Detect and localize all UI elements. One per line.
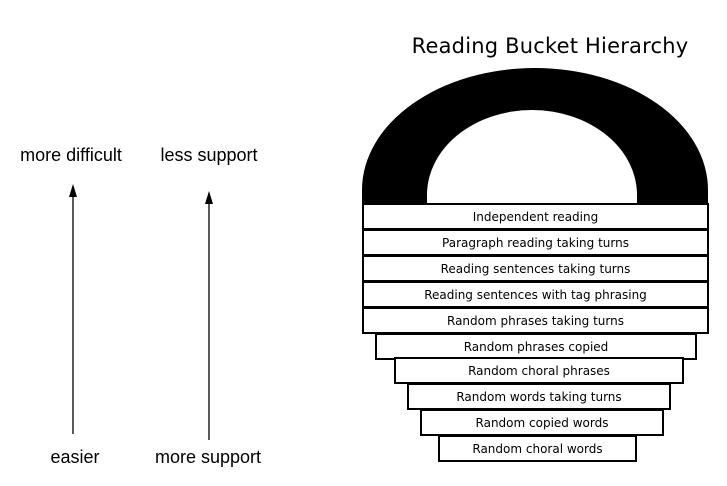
bucket-level-3: Reading sentences taking turns bbox=[362, 255, 709, 282]
difficulty-arrow-head bbox=[69, 184, 77, 197]
bucket-handle bbox=[362, 68, 708, 205]
bucket-level-2: Paragraph reading taking turns bbox=[362, 229, 709, 256]
support-arrow-head bbox=[205, 191, 213, 204]
bucket-level-7: Random choral phrases bbox=[394, 357, 684, 384]
difficulty-top-label: more difficult bbox=[20, 145, 122, 165]
support-top-label: less support bbox=[160, 145, 258, 165]
bucket-level-8: Random words taking turns bbox=[407, 383, 671, 410]
bucket-level-5: Random phrases taking turns bbox=[362, 307, 709, 334]
bucket-level-6: Random phrases copied bbox=[375, 333, 697, 360]
bucket-level-10: Random choral words bbox=[438, 435, 637, 462]
bucket-level-4: Reading sentences with tag phrasing bbox=[362, 281, 709, 308]
diagram-title: Reading Bucket Hierarchy bbox=[411, 34, 689, 58]
difficulty-bottom-label: easier bbox=[50, 447, 100, 467]
bucket-level-1: Independent reading bbox=[362, 203, 709, 230]
bucket-level-9: Random copied words bbox=[420, 409, 664, 436]
support-bottom-label: more support bbox=[154, 447, 262, 467]
